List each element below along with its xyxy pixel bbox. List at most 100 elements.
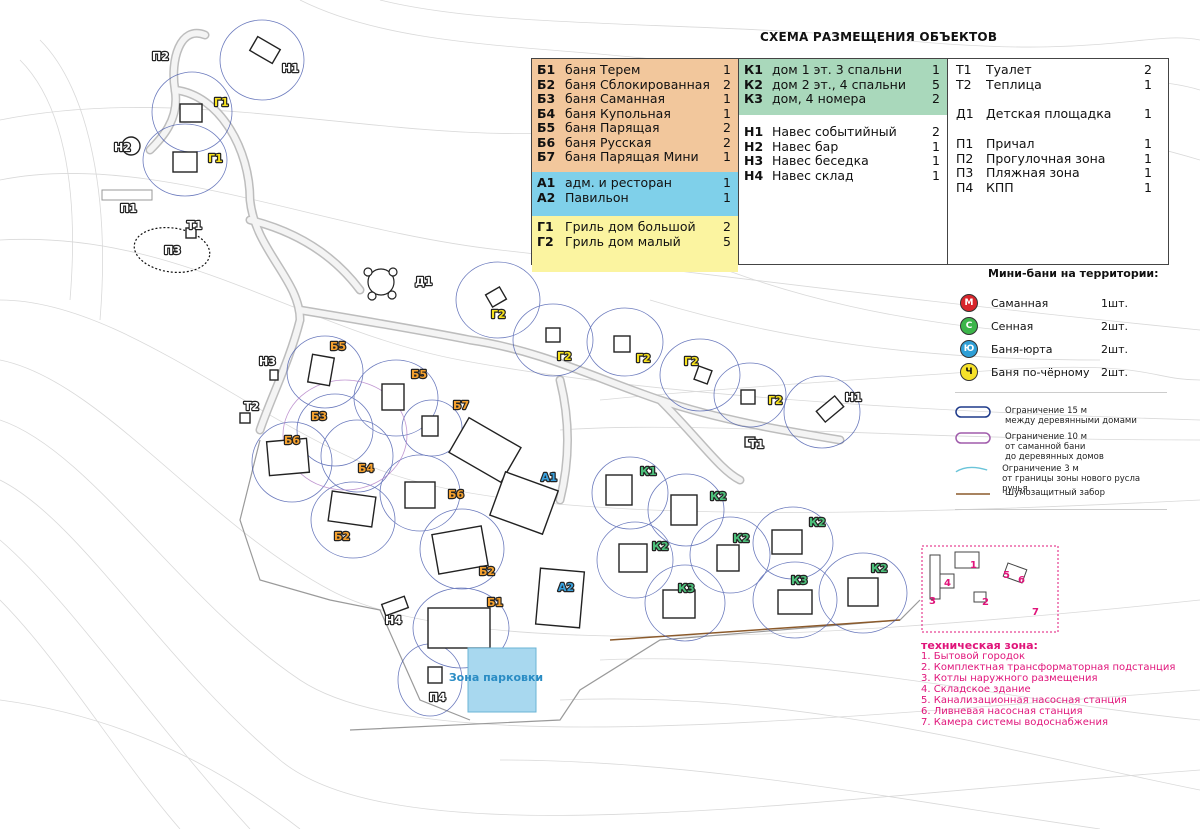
- legend-qty: 5: [932, 76, 940, 92]
- legend-qty: 2: [723, 120, 731, 135]
- map-label: Н1: [845, 391, 862, 404]
- legend-qty: 1: [1144, 106, 1152, 121]
- legend-name: дом 1 эт. 3 спальни: [772, 63, 902, 77]
- mini-bath-name: Сенная: [991, 319, 1034, 333]
- map-label: К2: [652, 540, 669, 553]
- map-label: Б3: [311, 410, 327, 423]
- pier: [101, 189, 153, 201]
- noise-barrier: [609, 619, 901, 641]
- legend-code: Н3: [744, 153, 764, 168]
- legend-qty: 1: [723, 175, 731, 190]
- restriction-item: Ограничение 10 м от саманной бани до дер…: [955, 432, 1104, 462]
- map-label: Г2: [636, 352, 651, 365]
- mini-bath-qty: 1шт.: [1101, 296, 1128, 310]
- map-label: Н4: [385, 614, 402, 627]
- legend-code: Н4: [744, 167, 764, 183]
- mini-bath-marker-icon: Ч: [960, 363, 978, 381]
- tech-zone-boundary: [921, 545, 1059, 633]
- legend-qty: 1: [1144, 150, 1152, 166]
- legend-name: дом 2 эт., 4 спальни: [772, 77, 906, 92]
- map-label: Т1: [187, 219, 202, 232]
- restriction-text: Ограничение 15 м между деревянными домам…: [1005, 406, 1137, 426]
- map-label: Г2: [491, 308, 506, 321]
- map-label: К2: [871, 562, 888, 575]
- legend-code: Т1: [956, 62, 972, 77]
- legend-name: Причал: [986, 137, 1035, 151]
- legend-code: Б6: [537, 134, 556, 150]
- map-label: К2: [710, 490, 727, 503]
- legend-qty: 2: [723, 134, 731, 150]
- legend-name: Туалет: [986, 63, 1032, 77]
- restriction-symbol-icon: [955, 406, 991, 418]
- legend-qty: 1: [932, 167, 940, 183]
- tech-zone-item: 2. Комплектная трансформаторная подстанц…: [921, 662, 1176, 673]
- legend-qty: 1: [1144, 136, 1152, 151]
- tech-zone-number: 5: [1003, 570, 1010, 581]
- restriction-symbol-icon: [955, 466, 988, 473]
- mini-baths-title: Мини-бани на территории:: [988, 267, 1159, 280]
- legend-name: баня Саманная: [565, 92, 666, 106]
- legend-name: баня Терем: [565, 63, 641, 77]
- map-label: Б7: [453, 399, 469, 412]
- legend-qty: 1: [723, 105, 731, 121]
- mini-bath-qty: 2шт.: [1101, 365, 1128, 379]
- map-label: П3: [164, 244, 181, 257]
- map-label: Б4: [358, 462, 374, 475]
- mini-bath-marker-icon: Ю: [960, 340, 978, 358]
- legend-name: баня Парящая Мини: [565, 150, 699, 164]
- legend-code: К1: [744, 62, 763, 77]
- beach-zone: [133, 226, 211, 274]
- map-label: Б5: [411, 368, 427, 381]
- legend-qty: 1: [932, 138, 940, 154]
- map-label: Т1: [749, 438, 764, 451]
- tech-zone-item: 4. Складское здание: [921, 684, 1031, 695]
- tech-zone-number: 3: [929, 596, 936, 607]
- site-boundary: [239, 439, 921, 731]
- map-label: К2: [733, 532, 750, 545]
- legend-name: дом, 4 номера: [772, 92, 867, 106]
- mini-bath-name: Баня по-чёрному: [991, 365, 1090, 379]
- legend-code: Н2: [744, 138, 764, 154]
- map-label: П1: [120, 202, 137, 215]
- map-label: Н2: [114, 141, 131, 154]
- legend-code: Б3: [537, 91, 556, 106]
- legend-qty: 1: [723, 91, 731, 106]
- restriction-text: Шумозащитный забор: [1005, 488, 1106, 498]
- restriction-item: Шумозащитный забор: [955, 488, 1105, 500]
- map-label: К2: [809, 516, 826, 529]
- legend-code: Б7: [537, 149, 556, 164]
- mini-bath-qty: 2шт.: [1101, 319, 1128, 333]
- legend-code: А2: [537, 189, 556, 205]
- legend-qty: 2: [723, 219, 731, 234]
- tech-zone-number: 6: [1018, 575, 1025, 586]
- legend-code: П4: [956, 179, 974, 195]
- legend-qty: 2: [723, 76, 731, 92]
- legend-row: Б3 баня Саманная 1: [532, 91, 738, 107]
- legend-code: Б2: [537, 76, 556, 92]
- map-label: Г1: [208, 152, 223, 165]
- restriction-10m-circles: [282, 379, 408, 491]
- legend-qty: 1: [932, 153, 940, 168]
